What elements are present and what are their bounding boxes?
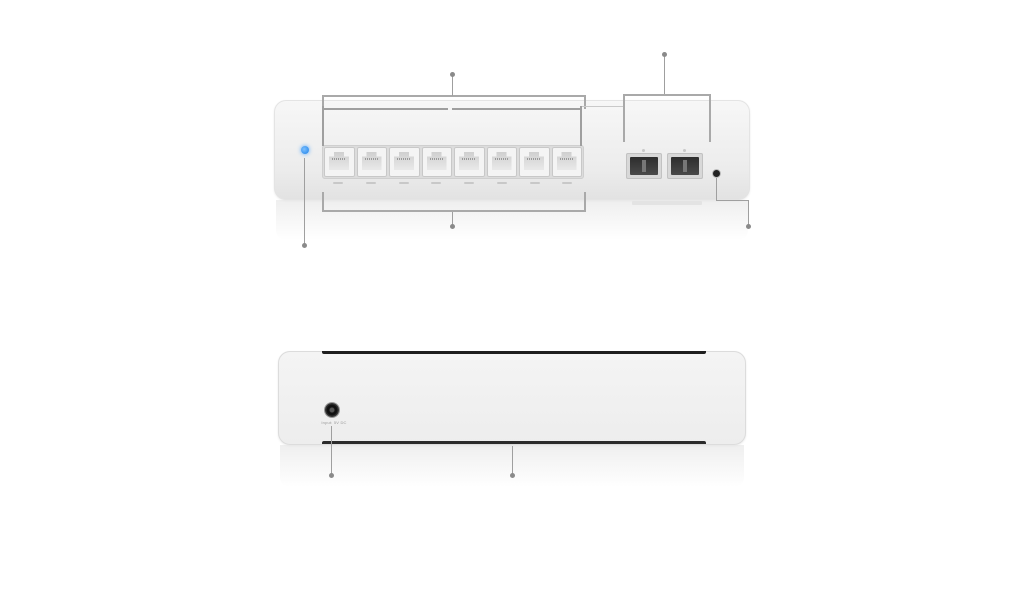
rj45-bracket-left-leg — [322, 106, 324, 146]
led-callout-dot — [302, 243, 307, 248]
reset-callout-horizontal — [716, 200, 748, 201]
port-label-1 — [322, 181, 355, 185]
rj45-port-5 — [454, 147, 485, 177]
dc-callout-dot — [329, 473, 334, 478]
rj45-group-divider-left — [322, 108, 448, 110]
rj45-bottom-callout-line — [452, 212, 453, 226]
rear-top-vent — [322, 351, 706, 354]
port-label-7 — [519, 181, 552, 185]
rj45-top-callout-line — [452, 76, 453, 96]
status-led — [301, 146, 309, 154]
rj45-port-labels — [322, 181, 584, 185]
sfp-callout-line — [664, 56, 665, 94]
sfp-led-2 — [683, 149, 686, 152]
rj45-sfp-connector — [582, 106, 624, 107]
port-label-3 — [388, 181, 421, 185]
rj45-port-3 — [389, 147, 420, 177]
reset-callout-drop — [748, 200, 749, 226]
dc-power-jack — [325, 403, 339, 417]
rj45-port-1 — [324, 147, 355, 177]
rear-panel-device — [278, 351, 746, 445]
port-label-2 — [355, 181, 388, 185]
sfp-led-1 — [642, 149, 645, 152]
sfp-cage-2 — [671, 157, 699, 175]
rj45-bottom-callout-dot — [450, 224, 455, 229]
front-panel-reflection — [276, 200, 748, 240]
rj45-bottom-bracket — [322, 192, 586, 212]
rj45-port-6 — [486, 147, 517, 177]
sfp-label-strip — [632, 201, 702, 205]
port-label-8 — [551, 181, 584, 185]
reset-button — [713, 170, 720, 177]
port-label-6 — [486, 181, 519, 185]
sfp-cage-1 — [630, 157, 658, 175]
sfp-port-bank — [624, 149, 708, 180]
reset-callout-dot — [746, 224, 751, 229]
sfp-port-1 — [626, 149, 662, 179]
port-label-5 — [453, 181, 486, 185]
rj45-port-2 — [356, 147, 387, 177]
rj45-port-4 — [421, 147, 452, 177]
sfp-port-2 — [667, 149, 703, 179]
dc-callout-line — [331, 426, 332, 474]
rj45-top-bracket — [322, 95, 586, 109]
led-callout-line — [304, 158, 305, 244]
rj45-bracket-right-leg — [580, 106, 582, 146]
dc-input-label: Input: 5V DC — [321, 420, 347, 425]
rj45-port-7 — [519, 147, 550, 177]
sfp-top-bracket — [623, 94, 711, 142]
rear-bottom-vent — [322, 441, 706, 444]
rj45-top-callout-dot — [450, 72, 455, 77]
port-label-4 — [420, 181, 453, 185]
rj45-port-bank — [322, 145, 584, 179]
rj45-group-divider-right — [452, 108, 582, 110]
rear-bottom-callout-dot — [510, 473, 515, 478]
sfp-callout-dot — [662, 52, 667, 57]
rear-bottom-callout-line — [512, 446, 513, 474]
reset-callout-vertical — [716, 178, 717, 200]
rj45-port-8 — [551, 147, 582, 177]
